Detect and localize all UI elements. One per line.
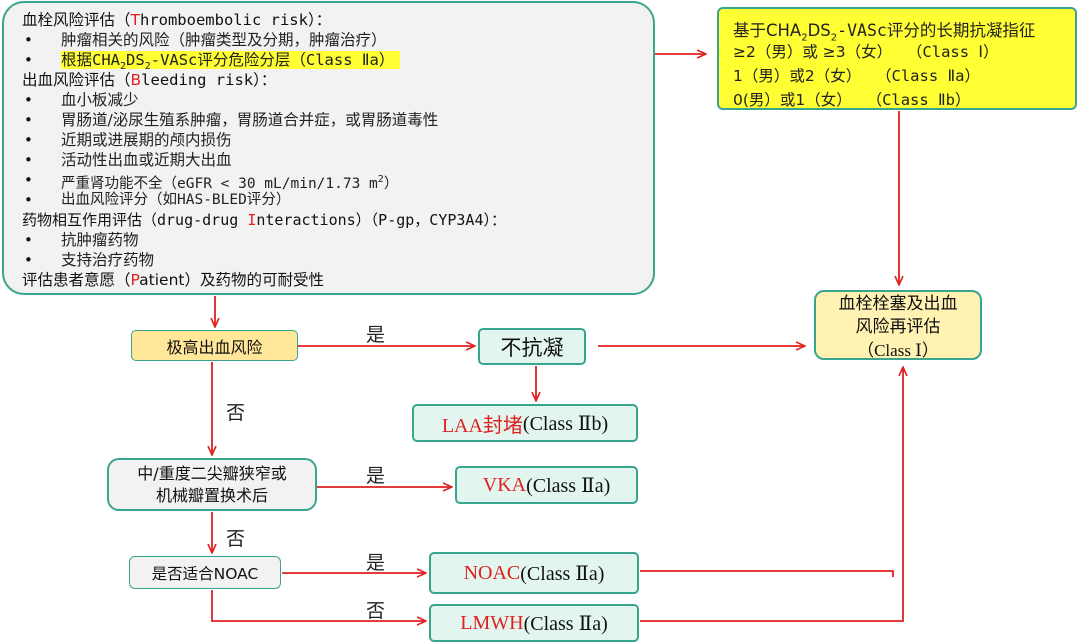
edge-label-no: 否 [366, 600, 386, 622]
bullet: • [24, 91, 33, 109]
guideline-row: ≥2（男）或 ≥3（女） （Class Ⅰ） [733, 43, 999, 61]
noac-node: NOAC (Class Ⅱa) [429, 552, 639, 594]
bleed-item: 活动性出血或近期大出血 [61, 151, 232, 169]
ddi-item: 支持治疗药物 [61, 251, 155, 269]
risk-assessment-panel: 血栓风险评估（Thromboembolic risk）： • 肿瘤相关的风险（肿… [2, 1, 655, 295]
edge-label-yes: 是 [366, 324, 386, 346]
ddi-item: 抗肿瘤药物 [61, 231, 139, 249]
bleed-title: 出血风险评估（Bleeding risk）： [22, 71, 277, 89]
high-bleeding-risk-node: 极高出血风险 [131, 330, 298, 361]
bleed-item-renal: 严重肾功能不全（eGFR < 30 mL/min/1.73 m2） [61, 174, 399, 192]
edge-label-yes: 是 [366, 552, 386, 574]
bullet: • [24, 31, 33, 49]
patient-title: 评估患者意愿（Patient）及药物的可耐受性 [22, 271, 324, 289]
bullet: • [24, 251, 33, 269]
reassessment-box: 血栓栓塞及出血 风险再评估 （Class Ⅰ） [814, 290, 982, 360]
bleed-item: 血小板减少 [61, 91, 139, 109]
guideline-title: 基于CHA2DS2-VASc评分的长期抗凝指征 [733, 21, 1036, 44]
lmwh-node: LMWH (Class Ⅱa) [429, 604, 639, 642]
edge-label-no: 否 [226, 402, 246, 424]
edge-label-no: 否 [226, 528, 246, 550]
thrombo-item-score: 根据CHA2DS2-VASc评分危险分层（Class Ⅱa） [61, 50, 401, 77]
guideline-row: 0(男）或1（女） （Class Ⅱb） [733, 91, 971, 109]
arrow-noacq-to-lmwh [211, 590, 425, 621]
guideline-row: 1（男）或2（女） （Class Ⅱa） [733, 67, 980, 85]
bleed-item: 近期或进展期的颅内损伤 [61, 131, 232, 149]
noac-suitable-node: 是否适合NOAC [129, 556, 281, 589]
edge-label-yes: 是 [366, 465, 386, 487]
laa-occlusion-node: LAA封堵 (Class Ⅱb) [412, 404, 638, 442]
bullet: • [24, 191, 33, 209]
reassess-line: 风险再评估 [855, 317, 941, 337]
bullet: • [24, 111, 33, 129]
arrow-noac-to-reassess [640, 570, 894, 577]
no-anticoagulation-node: 不抗凝 [478, 328, 586, 365]
bleed-item-score: 出血风险评分（如HAS-BLED评分） [61, 192, 291, 208]
ddi-title: 药物相互作用评估（drug-drug Interactions）（P-gp，CY… [22, 211, 506, 229]
bullet: • [24, 131, 33, 149]
bullet: • [24, 171, 33, 189]
guideline-box: 基于CHA2DS2-VASc评分的长期抗凝指征 ≥2（男）或 ≥3（女） （Cl… [717, 7, 1077, 110]
bullet: • [24, 151, 33, 169]
thrombo-title: 血栓风险评估（Thromboembolic risk）： [22, 11, 332, 29]
mitral-valve-node: 中/重度二尖瓣狭窄或机械瓣置换术后 [107, 458, 317, 511]
thrombo-item-tumor: 肿瘤相关的风险（肿瘤类型及分期，肿瘤治疗） [61, 31, 387, 49]
bullet: • [24, 231, 33, 249]
reassess-class: （Class Ⅰ） [857, 341, 939, 360]
reassess-line: 血栓栓塞及出血 [838, 294, 958, 314]
arrow-lmwh-to-reassess [640, 368, 903, 622]
vka-node: VKA (Class Ⅱa) [455, 466, 638, 504]
bullet: • [24, 51, 33, 69]
bleed-item: 胃肠道/泌尿生殖系肿瘤，胃肠道合并症，或胃肠道毒性 [61, 111, 439, 129]
